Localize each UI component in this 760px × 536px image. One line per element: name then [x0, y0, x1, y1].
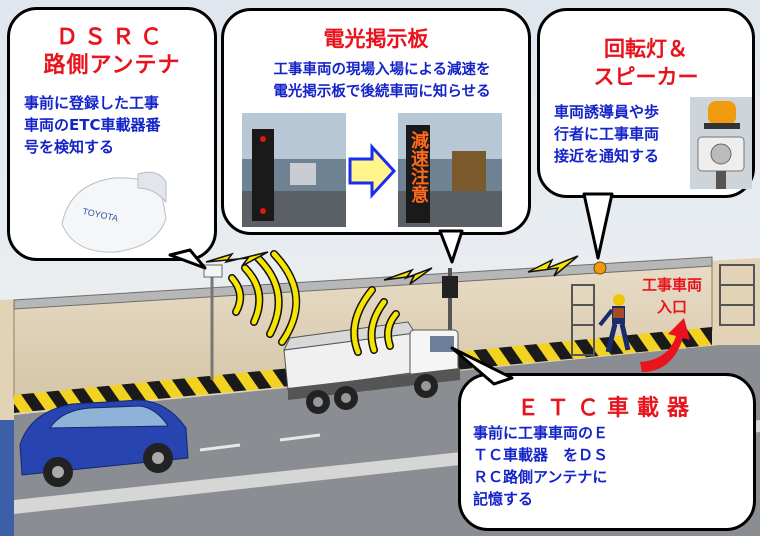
sign-text: 減速注意: [408, 131, 429, 203]
dump-truck: [283, 321, 460, 414]
message-board-unit: [442, 276, 458, 298]
rotate-title-line2: スピーカー: [593, 65, 699, 89]
lit-sign: [406, 125, 430, 223]
rotate-desc-line: 接近を通知する: [554, 147, 660, 165]
entrance-label-line: 工事車両: [641, 276, 702, 294]
callout-etc-unit: ＥＴＣ車載器 事前に工事車両のＥ ＴＣ車載器 をＤＳ ＲＣ路側アンテナに 記憶す…: [458, 373, 756, 531]
rotate-desc-line: 行者に工事車両: [554, 125, 660, 143]
rotate-desc-line: 車両誘導員や歩: [554, 103, 660, 121]
site-entrance-label: 工事車両 入口: [628, 274, 716, 318]
left-panel: [0, 420, 14, 536]
etc-description: 事前に工事車両のＥ ＴＣ車載器 をＤＳ ＲＣ路側アンテナに 記憶する: [473, 422, 669, 510]
etc-desc-line: 記憶する: [473, 490, 534, 508]
callout-rotating-light: 回転灯＆ スピーカー 車両誘導員や歩 行者に工事車両 接近を通知する: [537, 8, 755, 198]
board-desc-line: 電光掲示板で後続車両に知らせる: [273, 84, 491, 100]
lightning-bolts: [205, 251, 579, 285]
etc-title: ＥＴＣ車載器: [516, 396, 697, 421]
dsrc-desc-line: 車両のETC車載器番: [24, 116, 161, 134]
dsrc-title-line1: ＤＳＲＣ: [55, 25, 168, 50]
antenna-unit: [203, 264, 223, 278]
rotating-light-unit: [593, 261, 607, 275]
dsrc-title-line2: 路側アンテナ: [43, 53, 181, 78]
dsrc-description: 事前に登録した工事 車両のETC車載器番 号を検知する: [24, 92, 214, 158]
entrance-arrow: [640, 318, 690, 372]
board-desc-line: 工事車両の現場入場による減速を: [273, 62, 491, 78]
blue-car: [19, 399, 189, 487]
signal-waves-antenna: [228, 250, 301, 346]
board-title: 電光掲示板: [323, 27, 429, 51]
etc-desc-line: ＴＣ車載器 をＤＳ: [473, 446, 609, 464]
dsrc-desc-line: 事前に登録した工事: [24, 94, 160, 112]
board-description: 工事車両の現場入場による減速を 電光掲示板で後続車両に知らせる: [234, 59, 530, 103]
rotating-light-photo: [690, 97, 752, 189]
board-photos: [242, 113, 502, 227]
scaffolding: [571, 264, 755, 356]
callout-message-board: 電光掲示板 工事車両の現場入場による減速を 電光掲示板で後続車両に知らせる 減速…: [221, 8, 531, 235]
transition-arrow: [348, 143, 397, 199]
dsrc-antenna-device-image: TOYOTA: [61, 171, 167, 253]
blank-sign: [252, 129, 274, 221]
etc-desc-line: ＲＣ路側アンテナに: [473, 468, 608, 486]
traffic-guide-worker: [598, 294, 631, 353]
etc-desc-line: 事前に工事車両のＥ: [473, 424, 609, 442]
entrance-label-line: 入口: [656, 298, 687, 316]
rotate-description: 車両誘導員や歩 行者に工事車両 接近を通知する: [554, 101, 684, 167]
signal-waves-truck: [350, 286, 400, 356]
callout-dsrc-antenna: ＤＳＲＣ 路側アンテナ 事前に登録した工事 車両のETC車載器番 号を検知する …: [7, 7, 217, 261]
dsrc-desc-line: 号を検知する: [24, 138, 115, 156]
rotate-title-line1: 回転灯＆: [604, 37, 688, 61]
